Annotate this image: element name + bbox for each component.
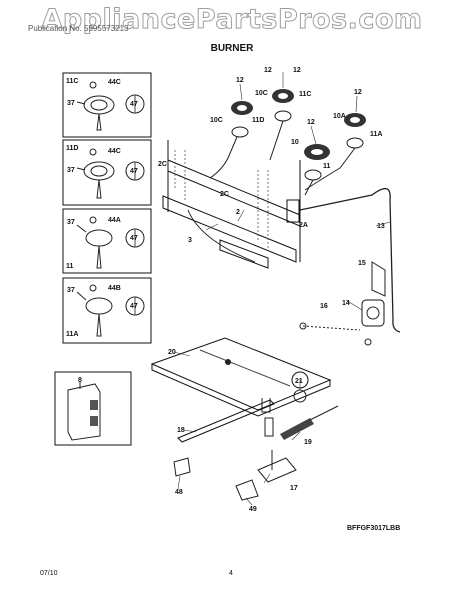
label-37: 37 xyxy=(67,100,75,107)
leader-lines xyxy=(173,72,391,506)
label-2c: 2C xyxy=(158,161,167,168)
label-48: 48 xyxy=(175,489,183,496)
label-47: 47 xyxy=(130,303,138,310)
burner-heads xyxy=(231,89,366,160)
label-11c: 11C xyxy=(299,91,311,98)
label-19: 19 xyxy=(304,439,312,446)
label-47: 47 xyxy=(130,168,138,175)
valve-assembly xyxy=(299,261,386,346)
label-3: 3 xyxy=(188,237,192,244)
label-2a: 2A xyxy=(299,222,308,229)
label-12: 12 xyxy=(354,89,362,96)
label-13: 13 xyxy=(377,223,385,230)
publication-number: Publication No. 5995573213 xyxy=(28,24,129,33)
inset-11c xyxy=(62,72,152,138)
page-title: BURNER xyxy=(210,43,254,54)
watermark: AppliancePartsPros.com xyxy=(41,4,423,36)
label-20: 20 xyxy=(168,349,176,356)
label-49: 49 xyxy=(249,506,257,513)
label-47: 47 xyxy=(130,101,138,108)
bracket-parts xyxy=(173,450,297,501)
label-18: 18 xyxy=(177,427,185,434)
inset-11d xyxy=(62,139,152,206)
footer-date: 07/10 xyxy=(40,570,58,577)
label-15: 15 xyxy=(358,260,366,267)
label-21: 21 xyxy=(295,378,303,385)
label-11: 11 xyxy=(66,263,74,270)
label-44b: 44B xyxy=(108,285,121,292)
inset-8 xyxy=(54,371,132,446)
label-44c: 44C xyxy=(108,79,121,86)
label-12: 12 xyxy=(293,67,301,74)
label-11d: 11D xyxy=(66,145,78,152)
label-37: 37 xyxy=(67,287,75,294)
label-10c: 10C xyxy=(255,90,268,97)
label-44c: 44C xyxy=(108,148,121,155)
label-10c: 10C xyxy=(210,117,223,124)
label-11: 11 xyxy=(323,163,331,170)
burner-pan xyxy=(150,337,332,417)
label-44a: 44A xyxy=(108,217,121,224)
label-17: 17 xyxy=(290,485,298,492)
manifold-frame xyxy=(162,140,301,269)
label-10a: 10A xyxy=(333,113,346,120)
label-37: 37 xyxy=(67,167,75,174)
label-2c: 2C xyxy=(220,191,229,198)
label-11c: 11C xyxy=(66,78,78,85)
label-11a: 11A xyxy=(370,131,382,138)
label-12: 12 xyxy=(307,119,315,126)
label-11a: 11A xyxy=(66,331,78,338)
diagram-code: BFFGF3017LBB xyxy=(347,525,401,532)
label-2: 2 xyxy=(236,209,240,216)
oven-burner xyxy=(177,389,339,443)
callout-circle-21 xyxy=(291,371,309,389)
label-10: 10 xyxy=(291,139,299,146)
inset-11a xyxy=(62,277,152,344)
burner-bases xyxy=(227,110,364,196)
label-16: 16 xyxy=(320,303,328,310)
label-8: 8 xyxy=(78,377,82,384)
label-11d: 11D xyxy=(252,117,264,124)
label-14: 14 xyxy=(342,300,350,307)
inset-11 xyxy=(62,208,152,274)
label-37: 37 xyxy=(67,219,75,226)
label-47: 47 xyxy=(130,235,138,242)
label-12: 12 xyxy=(236,77,244,84)
label-12: 12 xyxy=(264,67,272,74)
footer-page-number: 4 xyxy=(229,570,233,577)
gas-tubes xyxy=(174,150,401,333)
